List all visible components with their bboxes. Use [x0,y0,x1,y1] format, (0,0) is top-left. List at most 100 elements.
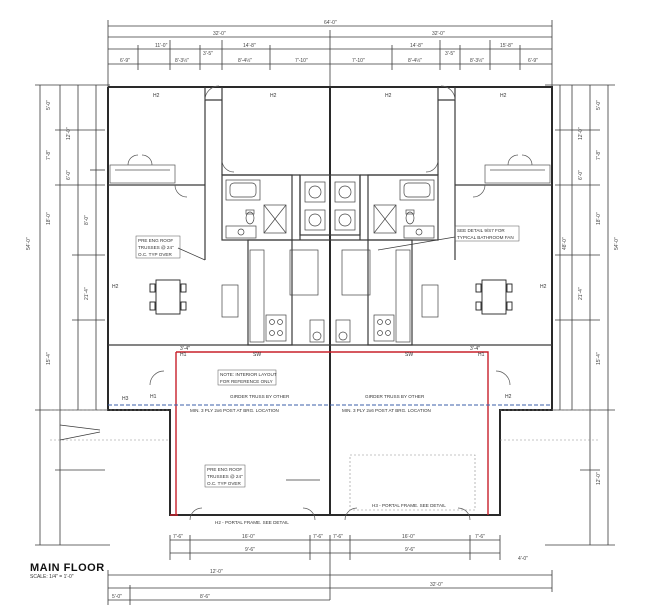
dim-right-3b: 6'-0" [578,170,584,180]
dim-bot-4c: 4'-0" [518,556,528,562]
tag-h2-6: H2 [540,284,547,290]
tag-sw-1: SW [253,352,261,358]
note-girder-left-2: MIN. 3 PLY 2x6 POST AT BRG. LOCATION [190,408,279,413]
left-unit-width-label: 32'-0" [213,31,226,37]
note-roof-left-line3: O.C. TYP OVER [138,252,172,257]
dim-bot-4b: 8'-6" [200,594,210,600]
note-labels: PRE ENG ROOF TRUSSES @ 24" O.C. TYP OVER… [135,225,520,525]
dim-bot-2a: 9'-6" [245,547,255,553]
dim-top-3b: 8'-3½" [175,57,189,64]
dim-right-2a: 5'-0" [596,100,602,110]
note-see-detail-line1: SEE DETAIL 9/S7 FOR [457,228,505,233]
dim-bot-1a: 7'-6" [173,534,183,540]
kitchen-cabinets [221,249,439,343]
dim-left-2a: 5'-0" [46,100,52,110]
garage-red-line [170,351,489,516]
tag-h3-1: H3 [122,396,129,402]
drawing-title: MAIN FLOOR [30,562,105,574]
tag-beam-left: 3'-4" [180,346,190,352]
note-interior-line2: FOR REFERENCE ONLY [220,379,273,384]
dim-left-3d: 21'-4" [84,287,90,300]
closets [109,154,551,184]
tag-h2-3: H2 [385,93,392,99]
top-dimension-lines [107,20,553,90]
dim-top-2c: 14'-8" [410,43,423,49]
porch-edges [50,409,600,511]
drawing-scale: SCALE: 1/4" = 1'-0" [30,574,74,580]
note-see-detail: SEE DETAIL 9/S7 FOR TYPICAL BATHROOM FAN [454,225,520,242]
dim-top-2b: 14'-8" [243,43,256,49]
door-swings [149,85,511,521]
dim-bot-1c: 7'-6" [313,534,323,540]
dim-top-3h: 3'-5" [445,51,455,57]
note-roof-garage-line3: O.C. TYP OVER [207,481,241,486]
dim-top-3j: 6'-9" [528,58,538,64]
building-walls [107,86,553,516]
note-girder-right-2: MIN. 3 PLY 2x6 POST AT BRG. LOCATION [342,408,431,413]
tag-h2-1: H2 [153,93,160,99]
tag-h1-2: H1 [478,352,485,358]
dim-right-2c: 18'-0" [596,212,602,225]
right-unit-width-label: 32'-0" [432,31,445,37]
dim-top-3f: 7'-10" [352,58,365,64]
tag-h1-3: H1 [150,394,157,400]
dim-bot-3a: 12'-0" [210,569,223,575]
dim-left-3b: 6'-0" [66,170,72,180]
tag-labels: H2 H2 H2 H2 H2 H2 H1 H1 H1 H2 H3 SW SW 3… [112,93,547,402]
dim-bot-1e: 16'-0" [402,534,415,540]
dim-top-3e: 7'-10" [295,58,308,64]
dim-bot-3b: 32'-0" [430,582,443,588]
dim-bot-2b: 9'-6" [405,547,415,553]
note-interior-line1: NOTE: INTERIOR LAYOUT [220,372,277,377]
tag-h2-4: H2 [500,93,507,99]
dim-right-3a: 12'-0" [578,127,584,140]
left-overall-height-label: 54'-0" [26,237,32,250]
note-portal-right: H3 - PORTAL FRAME. SEE DETAIL [372,503,446,508]
note-roof-left-line2: TRUSSES @ 24" [138,245,174,250]
dim-right-2b: 7'-8" [596,150,602,160]
note-roof-garage: PRE ENG ROOF TRUSSES @ 24" O.C. TYP OVER [204,464,246,488]
note-see-detail-line2: TYPICAL BATHROOM FAN [457,235,514,240]
note-roof-garage-line1: PRE ENG ROOF [207,467,242,472]
note-roof-left: PRE ENG ROOF TRUSSES @ 24" O.C. TYP OVER [135,235,181,259]
tag-h2-5: H2 [112,284,119,290]
drawing-title-block: MAIN FLOOR SCALE: 1/4" = 1'-0" [30,562,105,580]
right-overall-height-label: 54'-0" [614,237,620,250]
dim-top-3g: 8'-4½" [408,57,422,64]
dim-top-3i: 8'-3½" [470,57,484,64]
dim-left-2b: 7'-8" [46,150,52,160]
dim-bot-4a: 5'-0" [112,594,122,600]
dim-right-2d: 15'-4" [596,352,602,365]
note-portal-left: H2 - PORTAL FRAME. SEE DETAIL [215,520,289,525]
dim-top-2a: 11'-0" [155,43,168,49]
note-girder-right-1: GIRDER TRUSS BY OTHER [365,394,425,399]
dining-tables [149,279,513,315]
leader-arrows [59,236,456,481]
bath-fixtures [225,179,435,239]
note-roof-left-line1: PRE ENG ROOF [138,238,173,243]
dim-top-3d: 8'-4½" [238,57,252,64]
right-dimension-lines [545,84,615,546]
tag-h1-1: H1 [180,352,187,358]
dim-top-3a: 6'-9" [120,58,130,64]
tag-sw-2: SW [405,352,413,358]
overall-width-label: 64'-0" [324,20,337,26]
tag-beam-right: 3'-4" [470,346,480,352]
bottom-dimension-lines [107,535,553,605]
note-interior-layout: NOTE: INTERIOR LAYOUT FOR REFERENCE ONLY [217,369,277,386]
dim-left-3a: 12'-0" [66,127,72,140]
dim-bot-1d: 7'-6" [333,534,343,540]
dim-bot-1b: 16'-0" [242,534,255,540]
dimension-labels: 64'-0" 32'-0" 32'-0" 11'-0" 14'-8" 14'-8… [26,20,620,600]
dim-left-2d: 15'-4" [46,352,52,365]
dim-right-3d: 21'-4" [578,287,584,300]
dim-top-3c: 3'-5" [203,51,213,57]
note-girder-left-1: GIRDER TRUSS BY OTHER [230,394,290,399]
dim-top-2d: 15'-8" [500,43,513,49]
tag-h2-2: H2 [270,93,277,99]
dim-right-3c: 48'-0" [562,237,568,250]
left-dimension-lines [35,84,110,546]
dim-bot-1f: 7'-6" [475,534,485,540]
dim-left-2c: 18'-0" [46,212,52,225]
